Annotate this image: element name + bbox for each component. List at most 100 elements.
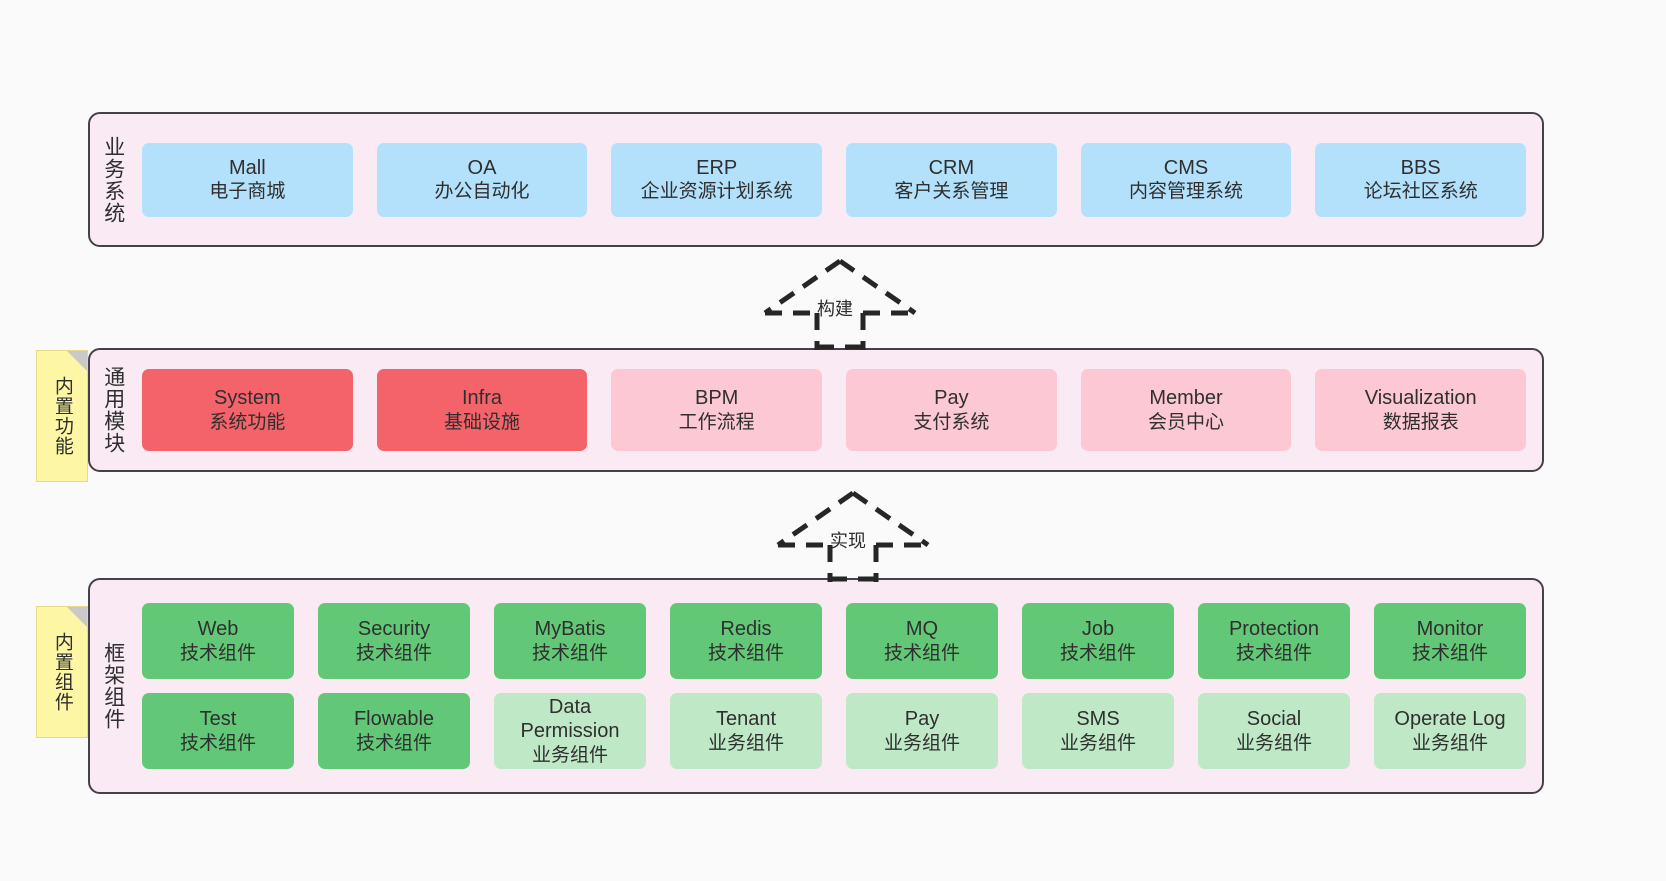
module-cn-label: 技术组件 (355, 642, 432, 664)
module-cn-label: 内容管理系统 (1129, 181, 1244, 203)
module-box-security[interactable]: Security 技术组件 (318, 603, 470, 679)
module-box-pay[interactable]: Pay 支付系统 (846, 369, 1057, 451)
module-cn-label: 技术组件 (883, 642, 960, 664)
layer-body-frame: Web 技术组件 Security 技术组件 MyBatis 技术组件 Redi… (136, 580, 1542, 792)
module-en-label: Job (1081, 618, 1115, 641)
module-cn-label: 技术组件 (1411, 642, 1488, 664)
module-en-label: Test (199, 708, 237, 731)
arrow-shape (763, 258, 917, 350)
module-box-social[interactable]: Social 业务组件 (1198, 693, 1350, 769)
module-cn-label: 技术组件 (707, 642, 784, 664)
module-cn-label: 技术组件 (355, 732, 432, 754)
box-row: Web 技术组件 Security 技术组件 MyBatis 技术组件 Redi… (142, 603, 1526, 679)
module-en-label: CMS (1163, 156, 1209, 179)
module-cn-label: 基础设施 (444, 411, 521, 433)
module-en-label: Tenant (715, 708, 777, 731)
module-box-operate-log[interactable]: Operate Log 业务组件 (1374, 693, 1526, 769)
module-cn-label: 业务组件 (707, 732, 784, 754)
sticky-note-label: 内置组件 (51, 632, 73, 712)
module-en-label: Web (197, 618, 239, 641)
module-cn-label: 系统功能 (209, 411, 286, 433)
module-en-label: MyBatis (534, 618, 606, 641)
module-box-tenant[interactable]: Tenant 业务组件 (670, 693, 822, 769)
module-box-pay-business[interactable]: Pay 业务组件 (846, 693, 998, 769)
module-en-label: SMS (1076, 708, 1120, 731)
box-row: Mall 电子商城 OA 办公自动化 ERP 企业资源计划系统 CRM 客户关系… (142, 142, 1527, 217)
module-cn-label: 工作流程 (678, 411, 755, 433)
module-en-label: Mall (229, 156, 266, 179)
module-box-monitor[interactable]: Monitor 技术组件 (1374, 603, 1526, 679)
generalization-arrow-implement: 实现 (768, 487, 938, 582)
module-box-bpm[interactable]: BPM 工作流程 (611, 369, 823, 451)
module-cn-label: 技术组件 (1059, 642, 1136, 664)
module-en-label: Monitor (1416, 618, 1484, 641)
module-en-label: CRM (928, 156, 975, 179)
module-box-mall[interactable]: Mall 电子商城 (142, 142, 353, 217)
arrow-label-implement: 实现 (830, 531, 866, 551)
module-box-crm[interactable]: CRM 客户关系管理 (846, 142, 1057, 217)
sticky-note-label: 内置功能 (51, 376, 73, 456)
module-box-redis[interactable]: Redis 技术组件 (670, 603, 822, 679)
module-cn-label: 办公自动化 (434, 181, 530, 203)
module-en-label: Security (357, 618, 431, 641)
sticky-fold-corner-icon (67, 607, 87, 627)
module-cn-label: 支付系统 (913, 411, 990, 433)
module-box-mybatis[interactable]: MyBatis 技术组件 (494, 603, 646, 679)
module-box-cms[interactable]: CMS 内容管理系统 (1080, 142, 1292, 217)
module-box-visualization[interactable]: Visualization 数据报表 (1315, 369, 1527, 451)
module-box-mq[interactable]: MQ 技术组件 (846, 603, 998, 679)
module-cn-label: 业务组件 (1059, 732, 1136, 754)
layer-common-module: 通用模块 System 系统功能 Infra 基础设施 BPM 工作流程 Pay… (88, 348, 1544, 472)
module-cn-label: 业务组件 (531, 744, 608, 766)
module-cn-label: 技术组件 (179, 642, 256, 664)
module-en-label: BBS (1400, 156, 1441, 179)
module-box-system[interactable]: System 系统功能 (142, 369, 353, 451)
module-box-member[interactable]: Member 会员中心 (1080, 369, 1292, 451)
layer-body-common: System 系统功能 Infra 基础设施 BPM 工作流程 Pay 支付系统… (136, 350, 1542, 470)
sticky-fold-corner-icon (67, 351, 87, 371)
module-en-label: Member (1149, 387, 1223, 410)
layer-body-business: Mall 电子商城 OA 办公自动化 ERP 企业资源计划系统 CRM 客户关系… (136, 114, 1542, 245)
module-box-web[interactable]: Web 技术组件 (142, 603, 294, 679)
module-cn-label: 技术组件 (179, 732, 256, 754)
module-box-flowable[interactable]: Flowable 技术组件 (318, 693, 470, 769)
module-en-label: Pay (934, 387, 969, 410)
module-cn-label: 数据报表 (1382, 411, 1459, 433)
module-box-protection[interactable]: Protection 技术组件 (1198, 603, 1350, 679)
module-en-label: Pay (904, 708, 940, 731)
module-en-label: Visualization (1364, 387, 1477, 410)
box-row: Test 技术组件 Flowable 技术组件 Data Permission … (142, 693, 1526, 769)
module-cn-label: 业务组件 (1411, 732, 1488, 754)
layer-framework-component: 框架组件 Web 技术组件 Security 技术组件 MyBatis 技术组件… (88, 578, 1544, 794)
module-cn-label: 技术组件 (531, 642, 608, 664)
module-en-label: System (213, 387, 281, 410)
module-box-data-permission[interactable]: Data Permission 业务组件 (494, 693, 646, 769)
module-en-label: BPM (695, 387, 739, 410)
module-en-label: Protection (1228, 618, 1320, 641)
module-box-job[interactable]: Job 技术组件 (1022, 603, 1174, 679)
layer-title-common: 通用模块 (101, 366, 125, 454)
module-en-label: OA (467, 156, 497, 179)
module-box-oa[interactable]: OA 办公自动化 (376, 142, 588, 217)
module-box-sms[interactable]: SMS 业务组件 (1022, 693, 1174, 769)
arrow-shape (776, 490, 930, 582)
box-row: System 系统功能 Infra 基础设施 BPM 工作流程 Pay 支付系统… (142, 369, 1527, 451)
module-en-label: Flowable (353, 708, 435, 731)
module-en-label: Infra (461, 387, 503, 410)
module-box-erp[interactable]: ERP 企业资源计划系统 (611, 142, 823, 217)
sticky-note-builtin-function: 内置功能 (36, 350, 88, 482)
module-cn-label: 业务组件 (1235, 732, 1312, 754)
module-box-infra[interactable]: Infra 基础设施 (376, 369, 588, 451)
module-box-test[interactable]: Test 技术组件 (142, 693, 294, 769)
module-cn-label: 技术组件 (1235, 642, 1312, 664)
layer-title-frame: 框架组件 (101, 642, 125, 730)
module-en-label: MQ (905, 618, 939, 641)
sticky-note-builtin-component: 内置组件 (36, 606, 88, 738)
module-cn-label: 电子商城 (209, 181, 286, 203)
module-cn-label: 客户关系管理 (894, 181, 1009, 203)
module-box-bbs[interactable]: BBS 论坛社区系统 (1315, 142, 1527, 217)
module-cn-label: 企业资源计划系统 (640, 181, 793, 203)
module-cn-label: 业务组件 (883, 732, 960, 754)
module-en-label: Redis (720, 618, 772, 641)
